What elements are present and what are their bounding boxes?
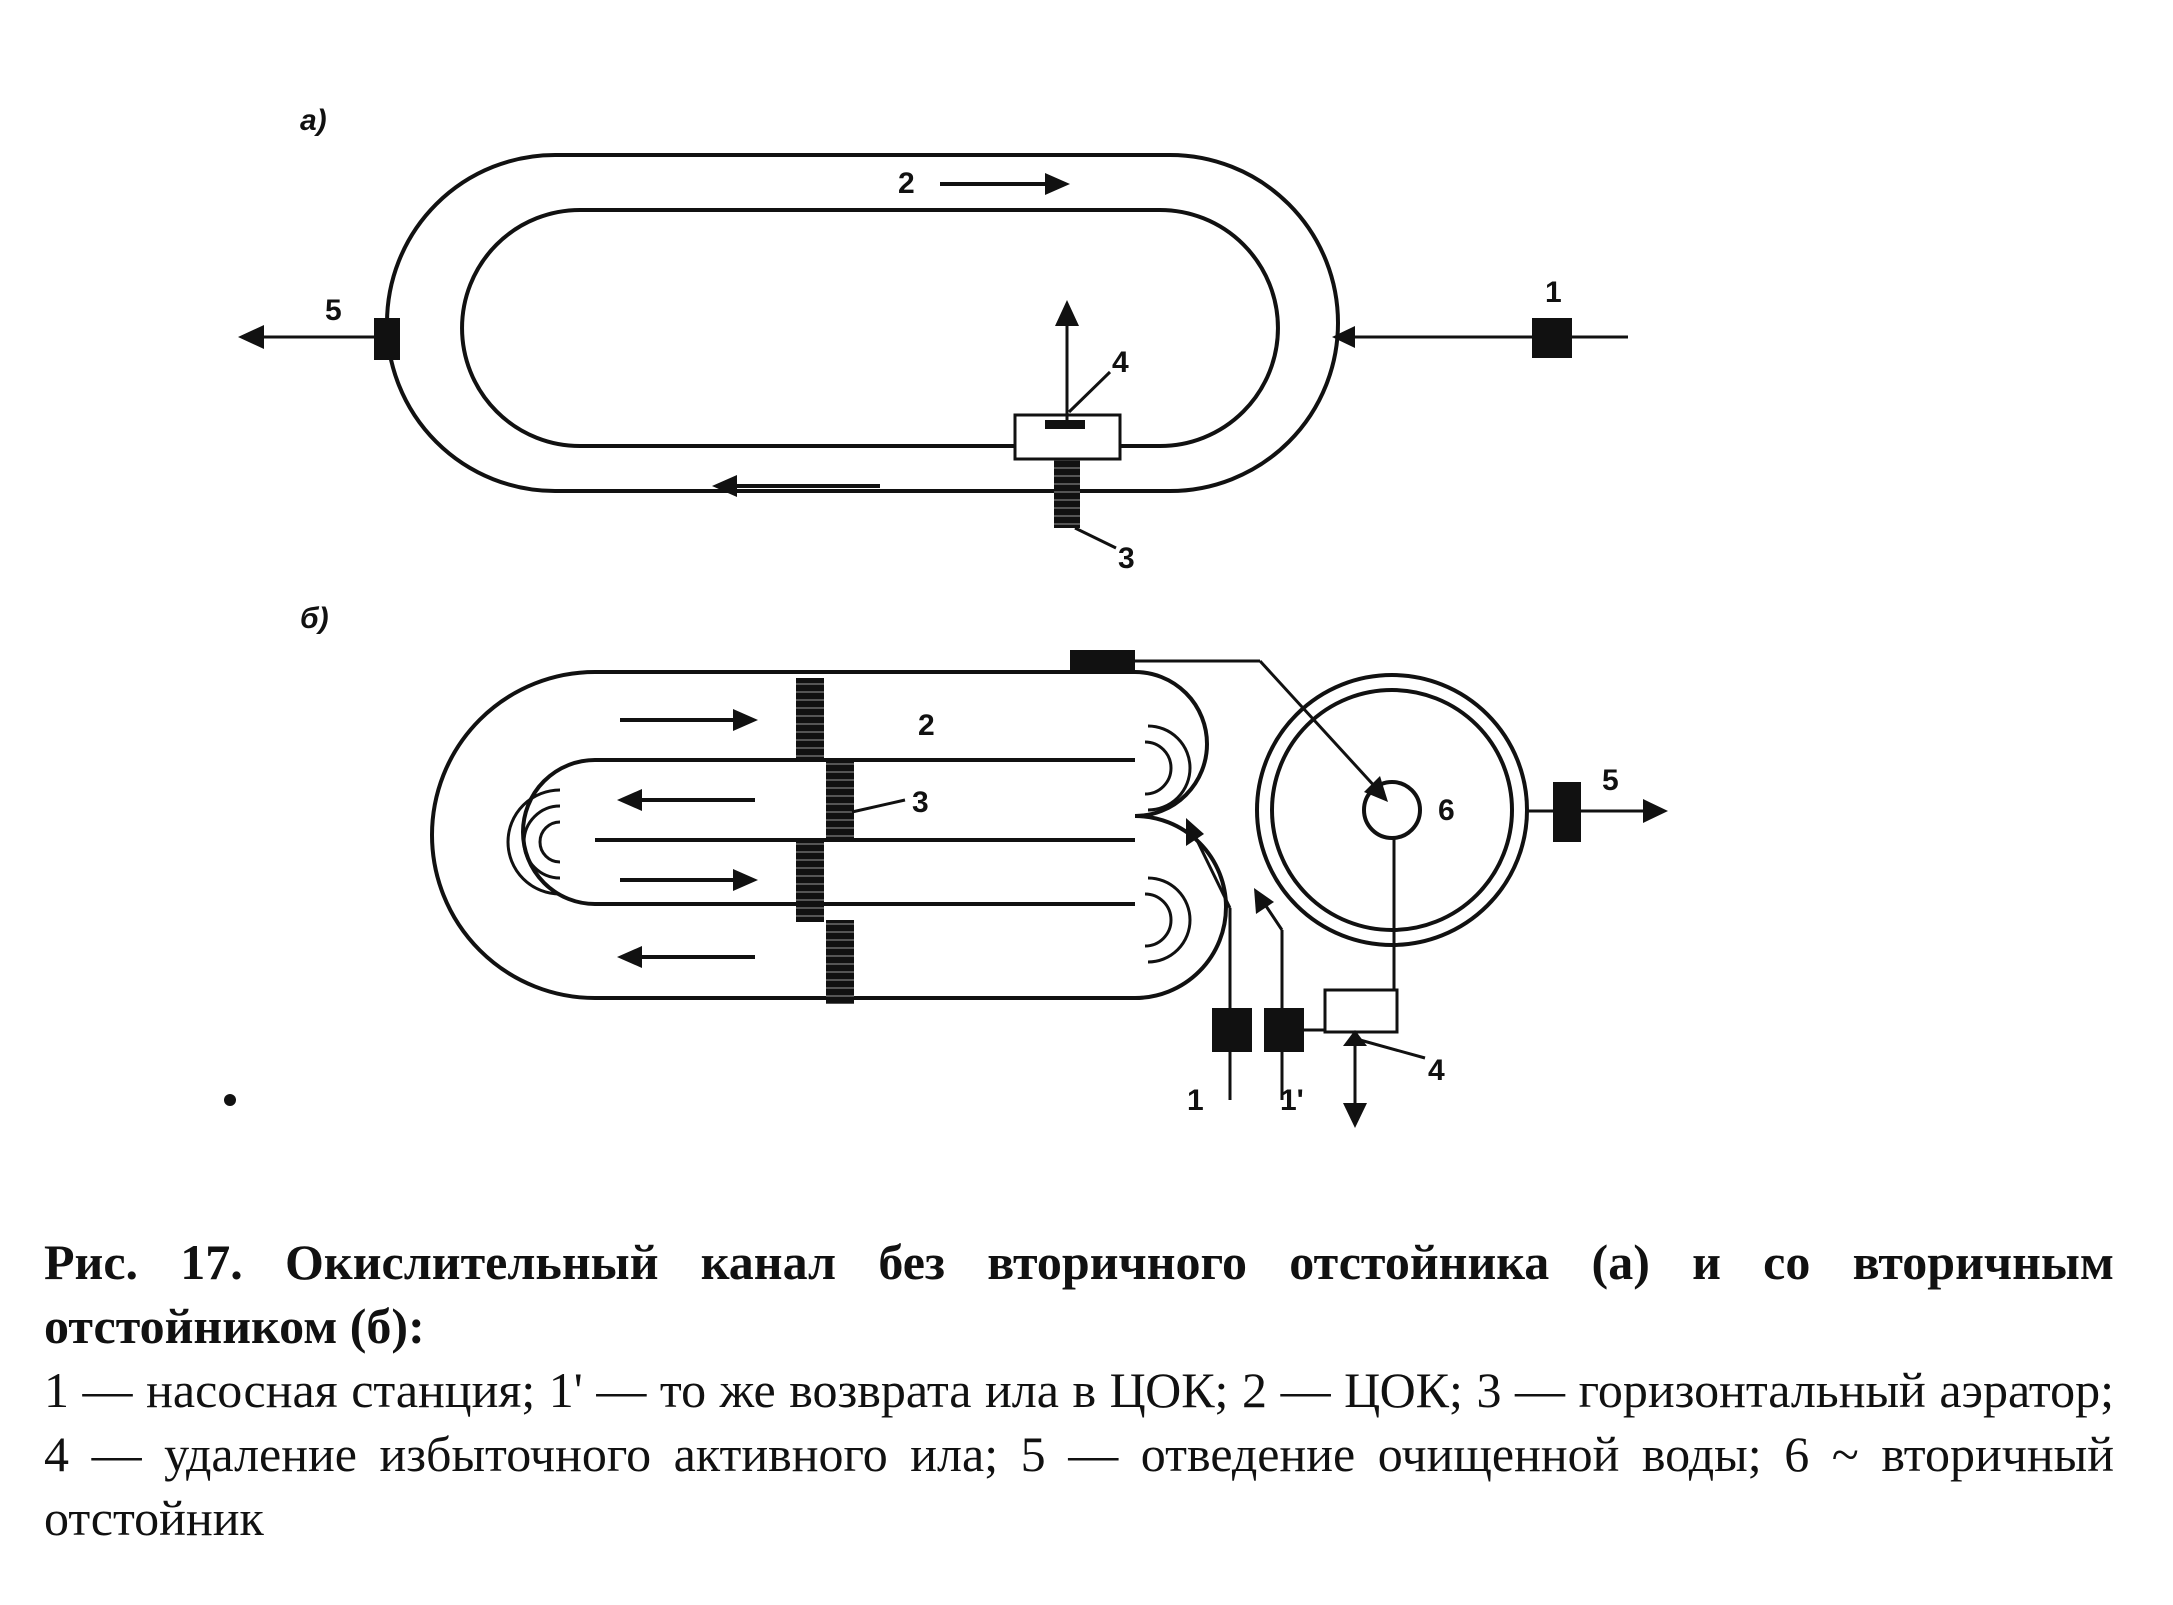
panel-b-return-sludge-pump xyxy=(1254,888,1325,1100)
figure-caption: Рис. 17. Окислительный канал без вторичн… xyxy=(44,1230,2114,1550)
panel-a-label-1: 1 xyxy=(1545,276,1562,309)
panel-b-label-1-prime: 1' xyxy=(1280,1084,1304,1117)
panel-a-label-3: 3 xyxy=(1118,542,1135,575)
panel-b-label-6: 6 xyxy=(1438,794,1455,827)
panel-a-label-5: 5 xyxy=(325,294,342,327)
panel-b-sludge-removal xyxy=(1323,838,1426,1128)
panel-a-flow-arrow-bottom xyxy=(712,475,880,497)
panel-b-deflectors-left xyxy=(506,788,561,896)
panel-a-flow-arrow-top xyxy=(940,173,1070,195)
panel-b-horizontal-aerators xyxy=(796,678,906,1004)
figure: а) 2 1 5 4 3 xyxy=(224,104,1668,1128)
panel-b-deflectors-right-top xyxy=(1144,724,1192,812)
scan-speck xyxy=(224,1094,236,1106)
panel-b-label-2: 2 xyxy=(918,709,935,742)
panel-a-sludge-removal xyxy=(1013,300,1122,461)
panel-b-pump-station xyxy=(1186,818,1252,1100)
panel-b-feed-pipe xyxy=(1070,650,1388,802)
panel-b-secondary-clarifier xyxy=(1255,673,1529,947)
panel-a-label-4: 4 xyxy=(1112,346,1129,379)
panel-b-deflectors-right-bottom xyxy=(1144,876,1192,964)
panel-b-label: б) xyxy=(300,602,329,635)
panel-a-label: а) xyxy=(300,104,327,137)
panel-b-label-5: 5 xyxy=(1602,764,1619,797)
caption-title: Рис. 17. Окислительный канал без вторичн… xyxy=(44,1234,2114,1354)
panel-a-outlet xyxy=(238,318,400,360)
panel-b-label-4: 4 xyxy=(1428,1054,1445,1087)
panel-b-channel xyxy=(430,670,1228,1000)
panel-a-horizontal-aerator xyxy=(1054,452,1117,550)
panel-a-channel xyxy=(385,153,1340,493)
panel-a-pump-station-inlet xyxy=(1332,318,1628,358)
caption-legend: 1 — насосная станция; 1' — то же возврат… xyxy=(44,1362,2114,1546)
panel-b-label-3: 3 xyxy=(912,786,929,819)
panel-b-label-1: 1 xyxy=(1187,1084,1204,1117)
panel-b-flow-arrows xyxy=(617,709,758,968)
panel-a-label-2: 2 xyxy=(898,167,915,200)
panel-b-outlet xyxy=(1527,782,1668,842)
